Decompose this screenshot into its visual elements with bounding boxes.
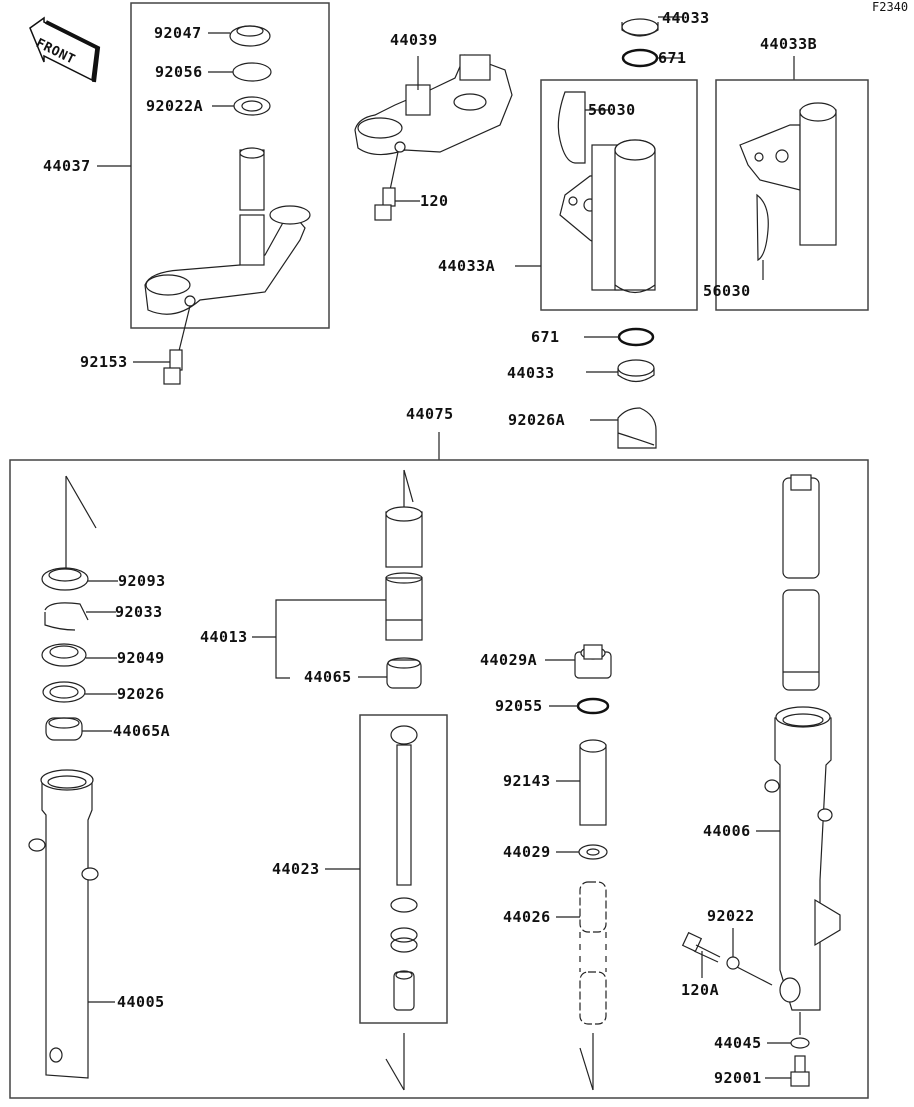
label-92033[interactable]: 92033: [115, 603, 163, 621]
label-44026[interactable]: 44026: [503, 908, 551, 926]
label-44039[interactable]: 44039: [390, 31, 438, 49]
label-92055[interactable]: 92055: [495, 697, 543, 715]
washer-44045[interactable]: [790, 1037, 810, 1049]
guard-56030-a[interactable]: [557, 91, 586, 164]
outer-tube-44006[interactable]: [764, 706, 841, 1011]
label-44029[interactable]: 44029: [503, 843, 551, 861]
seal-92093[interactable]: [41, 567, 89, 591]
label-56030-b[interactable]: 56030: [703, 282, 751, 300]
seal-92047[interactable]: [229, 25, 271, 47]
label-44065[interactable]: 44065: [304, 668, 352, 686]
label-44029A[interactable]: 44029A: [480, 651, 538, 669]
label-44075[interactable]: 44075: [406, 405, 454, 423]
lower-bracket-44037[interactable]: [144, 147, 311, 315]
label-671-bottom[interactable]: 671: [531, 328, 560, 346]
label-92001[interactable]: 92001: [714, 1069, 762, 1087]
label-92143[interactable]: 92143: [503, 772, 551, 790]
label-671-top[interactable]: 671: [658, 49, 687, 67]
label-92026[interactable]: 92026: [117, 685, 165, 703]
washer-92056[interactable]: [232, 62, 272, 82]
box-44033A: [540, 79, 698, 311]
label-44033-top[interactable]: 44033: [662, 9, 710, 27]
washer-92026[interactable]: [42, 681, 86, 703]
spring-44026[interactable]: [579, 881, 607, 1025]
label-44033B[interactable]: 44033B: [760, 35, 818, 53]
label-44005[interactable]: 44005: [117, 993, 165, 1011]
tube-44033A[interactable]: [559, 139, 656, 294]
cap-44033-top[interactable]: [621, 18, 659, 37]
label-44037[interactable]: 44037: [43, 157, 91, 175]
label-92047[interactable]: 92047: [154, 24, 202, 42]
bolt-92153[interactable]: [163, 349, 183, 385]
oring-671-top[interactable]: [621, 48, 659, 68]
label-56030-a[interactable]: 56030: [588, 101, 636, 119]
clip-92033[interactable]: [44, 602, 89, 631]
upper-bracket-44039[interactable]: [354, 54, 513, 156]
spacer-92143[interactable]: [579, 739, 607, 826]
cap-44033-bottom[interactable]: [617, 359, 655, 383]
label-92022A[interactable]: 92022A: [146, 97, 204, 115]
tube-44033B[interactable]: [739, 102, 837, 262]
oring-671-bottom[interactable]: [617, 327, 655, 347]
seal-92049[interactable]: [41, 643, 87, 667]
front-arrow-icon: [29, 16, 101, 83]
figure-code: F2340: [872, 0, 909, 14]
box-44075: [9, 459, 869, 1099]
bushing-44065A[interactable]: [45, 717, 83, 741]
box-44033B: [715, 79, 869, 311]
label-92049[interactable]: 92049: [117, 649, 165, 667]
label-44065A[interactable]: 44065A: [113, 722, 171, 740]
label-44033A[interactable]: 44033A: [438, 257, 496, 275]
label-44023[interactable]: 44023: [272, 860, 320, 878]
cylinder-44013-upper[interactable]: [385, 506, 423, 568]
washer-92022A[interactable]: [233, 96, 271, 116]
label-92022[interactable]: 92022: [707, 907, 755, 925]
plug-44029A[interactable]: [574, 644, 612, 679]
label-44033-bottom[interactable]: 44033: [507, 364, 555, 382]
label-120A[interactable]: 120A: [681, 981, 720, 999]
label-44006[interactable]: 44006: [703, 822, 751, 840]
label-120[interactable]: 120: [420, 192, 449, 210]
label-92026A[interactable]: 92026A: [508, 411, 566, 429]
label-44013[interactable]: 44013: [200, 628, 248, 646]
oring-92055[interactable]: [576, 697, 610, 715]
cylinder-44013-lower[interactable]: [385, 572, 423, 641]
outer-tube-44005[interactable]: [28, 769, 99, 1079]
bushing-92026A[interactable]: [617, 407, 657, 449]
label-92093[interactable]: 92093: [118, 572, 166, 590]
label-92153[interactable]: 92153: [80, 353, 128, 371]
bushing-44065[interactable]: [386, 657, 422, 689]
inner-tube-44006-upper[interactable]: [782, 474, 820, 691]
damper-rod-44023[interactable]: [390, 725, 418, 1011]
bolt-120A[interactable]: [681, 931, 721, 963]
label-92056[interactable]: 92056: [155, 63, 203, 81]
bolt-120[interactable]: [374, 187, 396, 221]
label-44045[interactable]: 44045: [714, 1034, 762, 1052]
bolt-92001[interactable]: [790, 1055, 810, 1087]
washer-44029[interactable]: [578, 844, 608, 860]
